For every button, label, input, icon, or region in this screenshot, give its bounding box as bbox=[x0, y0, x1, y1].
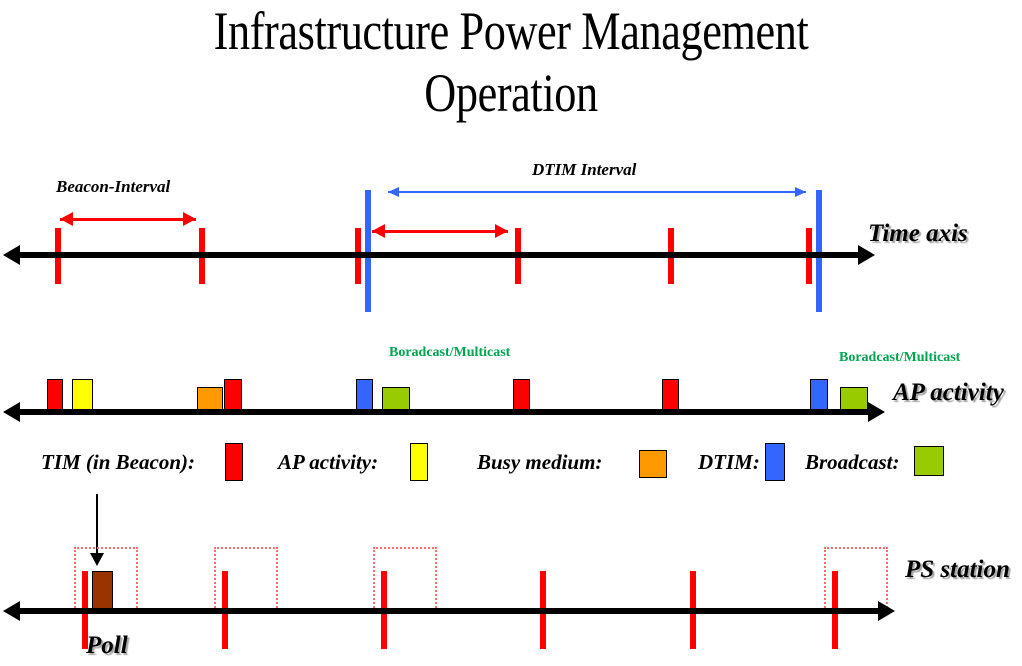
poll-callout-arrow-icon bbox=[90, 553, 104, 566]
caption-broadcast-multicast-1: Boradcast/Multicast bbox=[389, 345, 511, 360]
awake-window bbox=[74, 547, 138, 611]
ap-block-tim bbox=[662, 379, 679, 412]
row-label-time-axis: Time axis bbox=[868, 220, 968, 247]
dtim-interval-arrow bbox=[388, 187, 806, 197]
legend-label-broadcast: Broadcast: bbox=[805, 450, 900, 474]
ps-station-axis-line bbox=[16, 608, 881, 614]
ap-block-dtim bbox=[356, 379, 373, 412]
caption-dtim-interval: DTIM Interval bbox=[532, 160, 637, 179]
ap-block-tim bbox=[47, 379, 63, 412]
ap-activity-swatch bbox=[410, 443, 428, 481]
arrow-head-right-icon bbox=[795, 187, 806, 197]
ps-axis-arrow-left-icon bbox=[3, 601, 20, 621]
row-label-ap-activity: AP activity bbox=[893, 379, 1004, 406]
caption-broadcast-multicast-2: Boradcast/Multicast bbox=[839, 350, 961, 365]
ap-axis-arrow-right-icon bbox=[868, 402, 885, 422]
caption-beacon-interval: Beacon-Interval bbox=[56, 177, 171, 196]
time-axis-arrow-right-icon bbox=[858, 245, 875, 265]
ap-block-ap-activity bbox=[72, 379, 93, 412]
legend-label-busy-medium: Busy medium: bbox=[477, 450, 603, 474]
poll-callout-stem bbox=[96, 494, 98, 555]
arrow-head-right-icon bbox=[495, 224, 508, 238]
awake-window bbox=[214, 547, 278, 611]
ap-block-busy-medium bbox=[197, 387, 223, 412]
arrow-shaft bbox=[388, 191, 806, 193]
page-title: Infrastructure Power Management Operatio… bbox=[213, 1, 809, 123]
beacon-interval-arrow-2 bbox=[372, 224, 508, 238]
tim-swatch bbox=[225, 443, 243, 481]
awake-window bbox=[824, 547, 888, 611]
dtim-swatch bbox=[765, 443, 785, 481]
legend-label-tim: TIM (in Beacon): bbox=[41, 450, 195, 474]
arrow-head-right-icon bbox=[183, 212, 196, 226]
legend-label-ap-activity: AP activity: bbox=[278, 450, 379, 474]
ps-poll-block bbox=[92, 571, 113, 611]
ap-activity-axis-line bbox=[16, 409, 871, 415]
row-label-ps-station: PS station bbox=[905, 556, 1010, 583]
dtim-marker bbox=[816, 190, 822, 312]
beacon-interval-arrow-1 bbox=[60, 212, 196, 226]
legend-label-dtim: DTIM: bbox=[698, 450, 760, 474]
busy-medium-swatch bbox=[639, 450, 667, 478]
ap-axis-arrow-left-icon bbox=[3, 402, 20, 422]
ps-axis-arrow-right-icon bbox=[878, 601, 895, 621]
awake-window bbox=[373, 547, 437, 611]
dtim-marker bbox=[365, 190, 371, 312]
time-axis-line bbox=[16, 252, 861, 258]
ap-block-tim bbox=[224, 379, 242, 412]
poll-label: Poll bbox=[86, 632, 128, 659]
ap-block-dtim bbox=[810, 379, 828, 412]
arrow-shaft bbox=[60, 218, 196, 221]
broadcast-swatch bbox=[914, 446, 944, 476]
arrow-shaft bbox=[372, 230, 508, 233]
ap-block-tim bbox=[513, 379, 530, 412]
time-axis-arrow-left-icon bbox=[3, 245, 20, 265]
